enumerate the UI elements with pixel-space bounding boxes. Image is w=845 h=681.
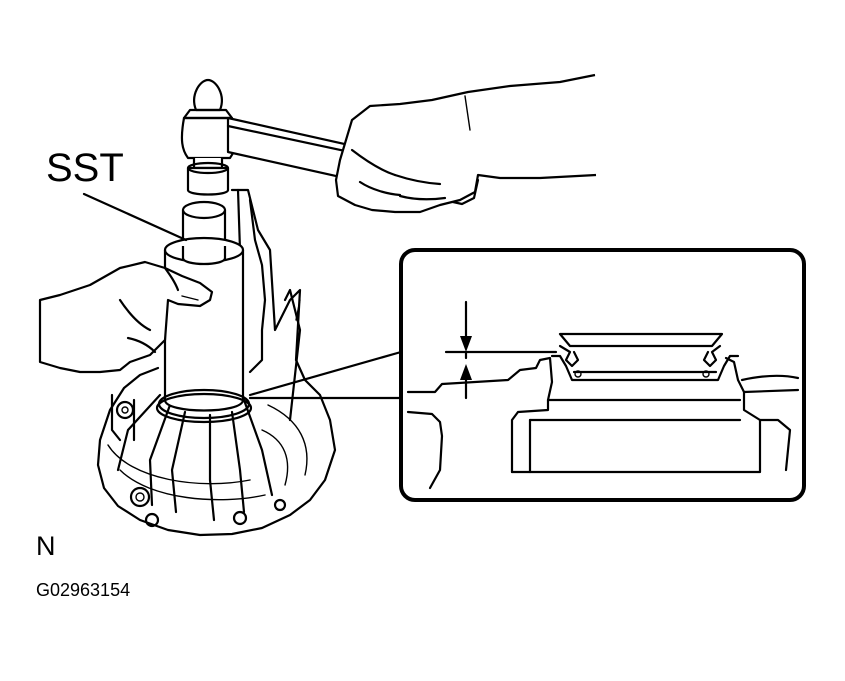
view-letter-label: N: [36, 531, 56, 561]
right-hand: [334, 73, 597, 214]
detail-view: [406, 300, 800, 490]
figure-code-label: G02963154: [36, 580, 131, 600]
sst-label: SST: [46, 146, 124, 190]
transmission-case: [96, 188, 337, 537]
detail-callout: [248, 248, 806, 502]
left-hand: [38, 260, 214, 374]
